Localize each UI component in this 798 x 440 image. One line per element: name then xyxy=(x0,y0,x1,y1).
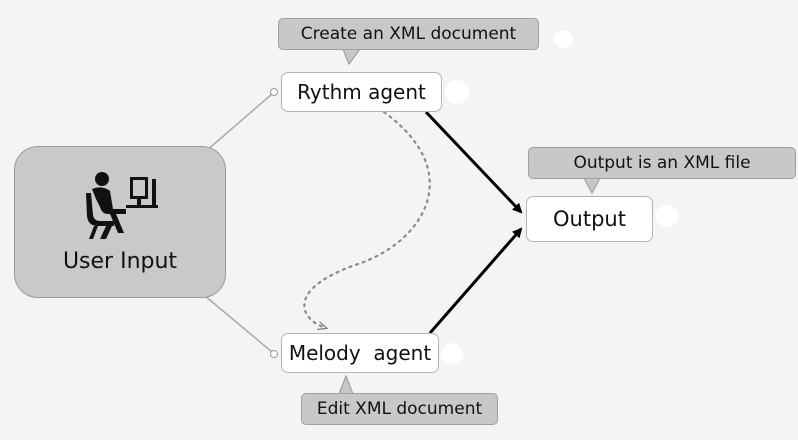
callout-output-text: Output is an XML file xyxy=(573,153,751,173)
user-input-node[interactable]: User Input xyxy=(14,146,226,298)
rythm-agent-node[interactable]: Rythm agent xyxy=(281,72,442,112)
decor-bubble xyxy=(445,80,469,104)
callout-pointer-output xyxy=(583,177,601,195)
melody-agent-node[interactable]: Melody agent xyxy=(281,333,439,373)
decor-bubble xyxy=(553,30,573,48)
decor-bubble xyxy=(441,343,463,365)
rythm-agent-label: Rythm agent xyxy=(297,80,426,104)
callout-melody-text: Edit XML document xyxy=(316,399,483,419)
melody-agent-label: Melody agent xyxy=(288,341,432,365)
connector-end-melody xyxy=(270,350,278,358)
callout-pointer-rythm xyxy=(342,48,362,66)
output-label: Output xyxy=(553,207,626,231)
callout-output: Output is an XML file xyxy=(528,147,796,179)
decor-bubble xyxy=(655,205,679,227)
connector-end-rythm xyxy=(270,88,278,96)
callout-rythm-text: Create an XML document xyxy=(300,24,517,44)
dotted-link-rythm-to-melody xyxy=(303,110,431,328)
user-input-label: User Input xyxy=(62,248,178,274)
callout-pointer-melody xyxy=(338,374,354,395)
callout-rythm: Create an XML document xyxy=(278,18,539,50)
user-at-computer-icon xyxy=(86,171,158,239)
callout-melody: Edit XML document xyxy=(301,393,498,425)
arrow-rythm-to-output xyxy=(424,110,523,214)
output-node[interactable]: Output xyxy=(526,196,653,242)
arrow-melody-to-output xyxy=(428,227,523,334)
connector-user-to-melody xyxy=(197,289,273,353)
